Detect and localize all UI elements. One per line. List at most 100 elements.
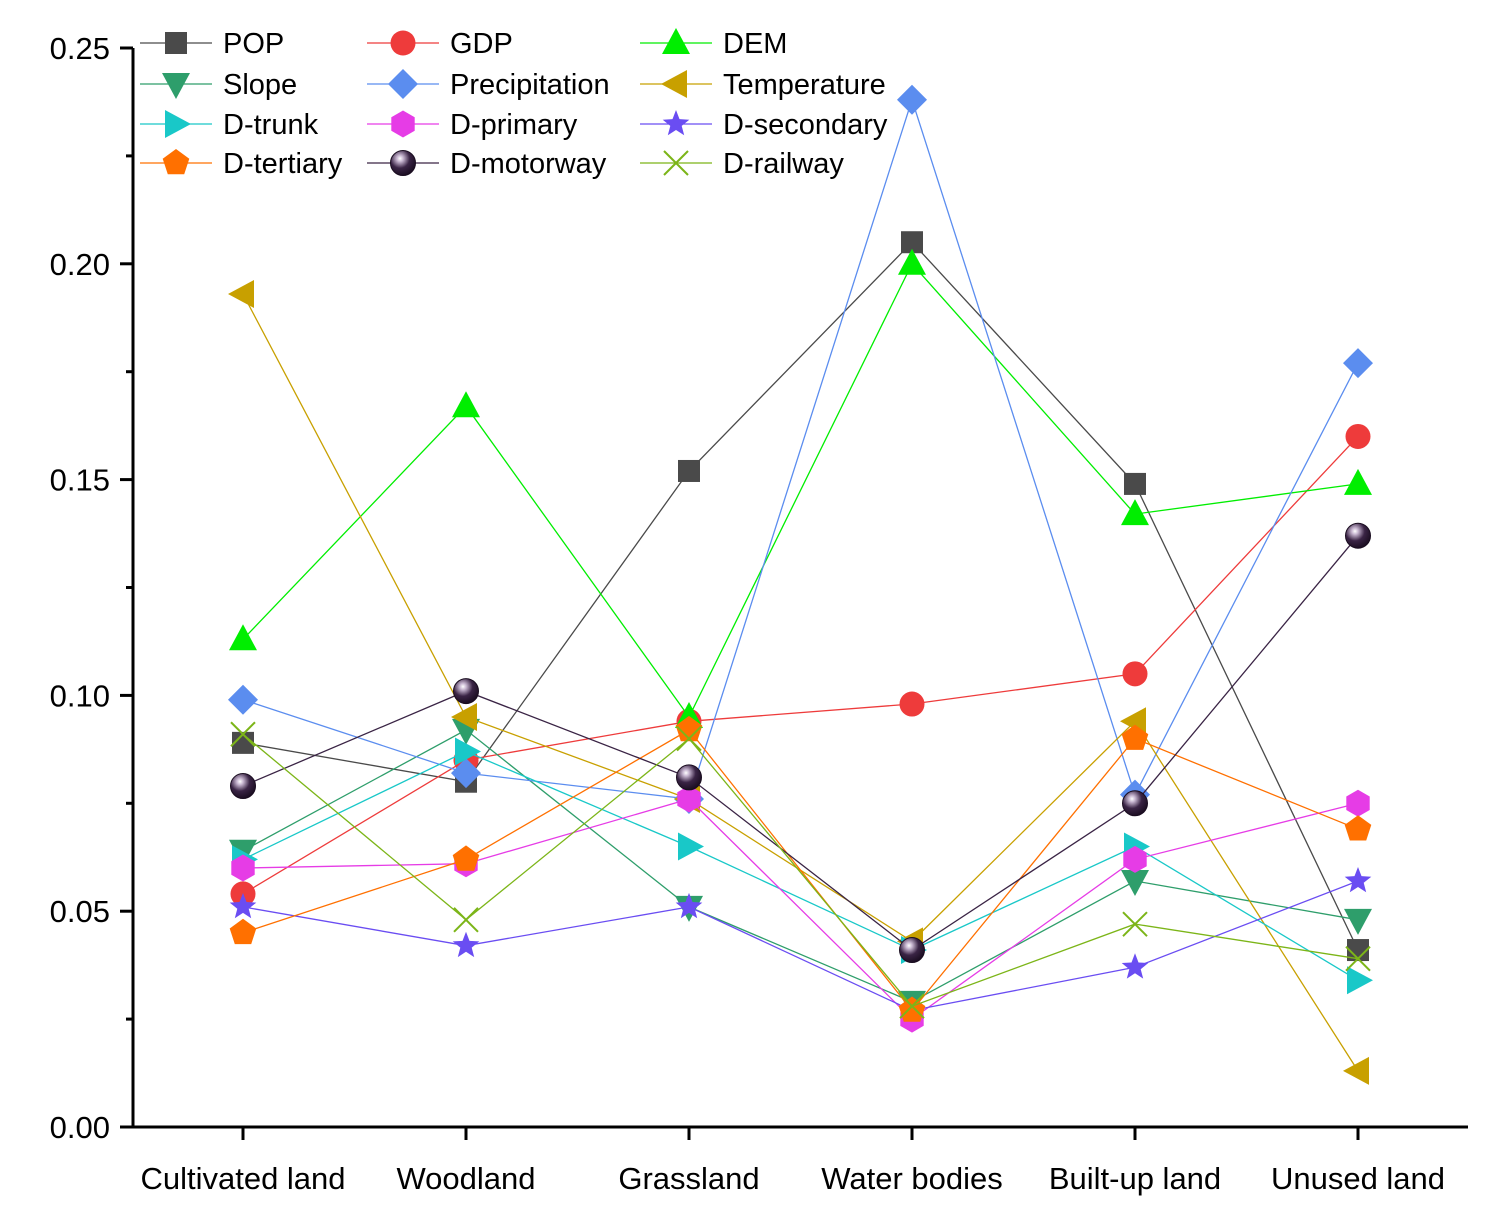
legend-item-precipitation: Precipitation [367,69,610,101]
legend-marker-precipitation [388,69,418,99]
legend-label: Slope [223,69,297,101]
data-point-d-motorway [1122,790,1148,817]
data-point-d-motorway [453,678,479,705]
y-tick-label: 0.10 [50,678,110,713]
data-point-d-railway [1122,911,1148,937]
data-point-d-secondary [1121,953,1149,979]
series-line-pop [242,241,1359,951]
series-dem [229,248,1372,728]
data-point-d-tertiary [1121,724,1149,750]
x-tick-label: Unused land [1271,1161,1445,1196]
legend-marker-temperature [661,70,687,98]
data-point-pop [1124,472,1146,495]
legend-label: DEM [723,28,787,60]
data-point-dem [229,624,257,651]
series-line-d-trunk [242,750,1359,981]
legend-marker-d-secondary [662,110,690,136]
series-d-secondary [229,867,1372,1022]
legend-marker-d-motorway [390,150,416,176]
x-tick-label: Built-up land [1049,1161,1221,1196]
legend-item-d-primary: D-primary [367,109,578,141]
series-precipitation [228,84,1373,814]
data-point-pop [901,231,923,254]
data-point-d-secondary [1344,867,1372,893]
series-d-railway [230,721,1371,1019]
legend: POP GDP DEM Slope Precipitation TemperatureD-… [140,28,888,180]
data-point-slope [1344,908,1372,935]
plot-area [228,84,1373,1085]
legend-marker-dem [662,28,690,54]
data-point-gdp [1122,661,1148,687]
data-point-d-tertiary [229,918,257,945]
legend-marker-d-trunk [165,110,191,138]
series-temperature [228,280,1369,1085]
data-point-d-secondary [452,931,480,958]
series-line-dem [242,262,1359,719]
data-point-d-railway [676,725,702,752]
y-tick-label: 0.25 [50,31,110,66]
data-point-temperature [451,702,477,731]
data-point-d-motorway [899,937,925,964]
data-point-pop [232,731,254,754]
legend-item-pop: POP [140,28,284,60]
data-point-dem [898,248,926,275]
series-line-precipitation [242,97,1359,800]
legend-item-gdp: GDP [367,28,513,60]
x-tick-label: Grassland [618,1161,759,1196]
legend-marker-d-primary [391,110,415,138]
data-point-d-primary [1123,845,1147,873]
data-point-d-trunk [1347,966,1373,995]
legend-item-d-tertiary: D-tertiary [140,148,343,180]
legend-label: POP [223,28,284,60]
x-tick-label: Water bodies [821,1161,1003,1196]
legend-marker-d-tertiary [162,149,190,175]
legend-item-temperature: Temperature [640,69,886,101]
series-gdp [230,423,1371,907]
legend-marker-pop [165,32,187,54]
data-point-d-railway [453,907,479,933]
y-tick-label: 0.20 [50,247,110,282]
series-slope [229,718,1372,1017]
legend-marker-gdp [390,30,416,56]
data-point-d-railway [1345,945,1371,972]
legend-label: Temperature [723,69,886,101]
legend-item-d-trunk: D-trunk [140,109,319,141]
series-line-d-secondary [242,880,1359,1012]
series-line-d-primary [242,798,1359,1020]
x-tick-label: Woodland [396,1161,535,1196]
y-tick-label: 0.15 [50,463,110,498]
data-point-temperature [1343,1056,1369,1085]
data-point-d-tertiary [898,996,926,1022]
legend-label: D-trunk [223,109,319,141]
series-line-d-motorway [242,535,1359,951]
data-point-d-tertiary [1344,815,1372,841]
data-point-dem [452,391,480,418]
series-pop [232,231,1369,962]
legend-label: D-motorway [450,148,607,180]
data-point-dem [1121,499,1149,526]
series-d-motorway [230,522,1371,964]
y-tick-label: 0.00 [50,1110,110,1145]
data-point-d-railway [899,993,925,1019]
legend-label: GDP [450,28,513,60]
data-point-d-secondary [229,892,257,919]
legend-item-dem: DEM [640,28,787,60]
legend-marker-slope [162,73,190,99]
data-point-d-primary [231,854,255,882]
legend-item-d-motorway: D-motorway [367,148,607,180]
data-point-d-primary [677,785,701,813]
data-point-temperature [228,280,254,309]
data-point-d-motorway [230,773,256,800]
y-axis: 0.000.050.100.150.200.25 [50,31,135,1145]
legend-label: Precipitation [450,69,610,101]
data-point-d-primary [1346,789,1370,817]
legend-marker-d-railway [663,150,689,176]
data-point-pop [678,459,700,482]
data-point-d-secondary [675,892,703,919]
data-point-gdp [899,691,925,717]
data-point-d-trunk [455,737,481,766]
legend-label: D-primary [450,109,578,141]
data-point-d-motorway [1345,522,1371,549]
series-d-tertiary [229,715,1372,1022]
